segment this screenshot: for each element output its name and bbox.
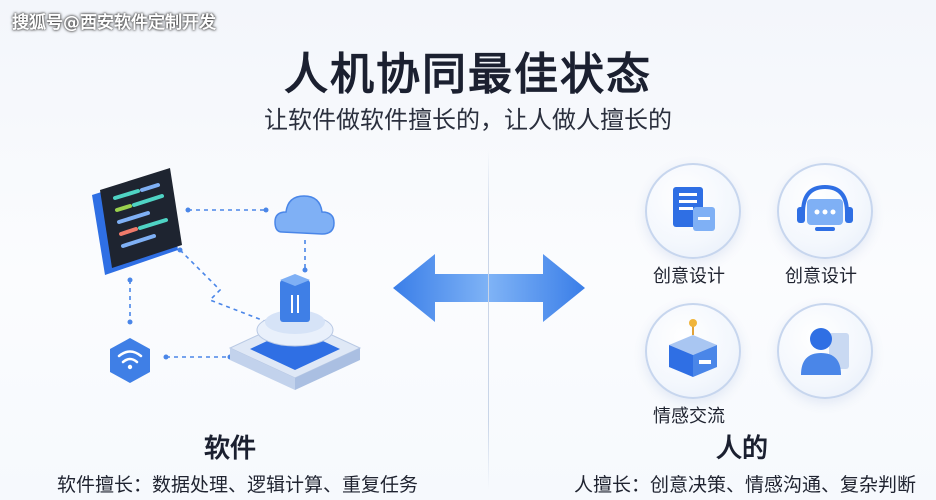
human-item-2-label: 创意设计 [785,266,857,287]
wifi-icon [110,338,150,383]
software-illustration [92,168,362,390]
human-item-3-circle [645,303,741,399]
robot-box-icon [669,319,717,377]
human-title: 人的 [716,434,769,464]
human-item-3-label: 情感交流 [653,406,725,427]
human-item-1-label: 创意设计 [653,266,725,287]
human-item-1-circle [645,163,741,259]
person-icon [801,328,849,375]
server-platform-icon [228,274,362,390]
human-item-4-circle [777,303,873,399]
code-monitor-icon [92,168,182,275]
human-desc: 人擅长：创意决策、情感沟通、复杂判断 [574,474,917,496]
headset-icon [797,184,853,231]
human-item-2-circle [777,163,873,259]
page-subtitle: 让软件做软件擅长的，让人做人擅长的 [264,106,672,134]
center-divider [488,150,489,490]
page-title: 人机协同最佳状态 [284,49,652,100]
connector-lines [129,209,306,358]
document-icon [673,187,715,231]
watermark: 搜狐号@西安软件定制开发 [12,13,216,33]
software-title: 软件 [204,434,257,464]
software-desc: 软件擅长：数据处理、逻辑计算、重复任务 [57,474,419,496]
double-arrow-icon [393,254,585,322]
cloud-icon [274,195,335,235]
